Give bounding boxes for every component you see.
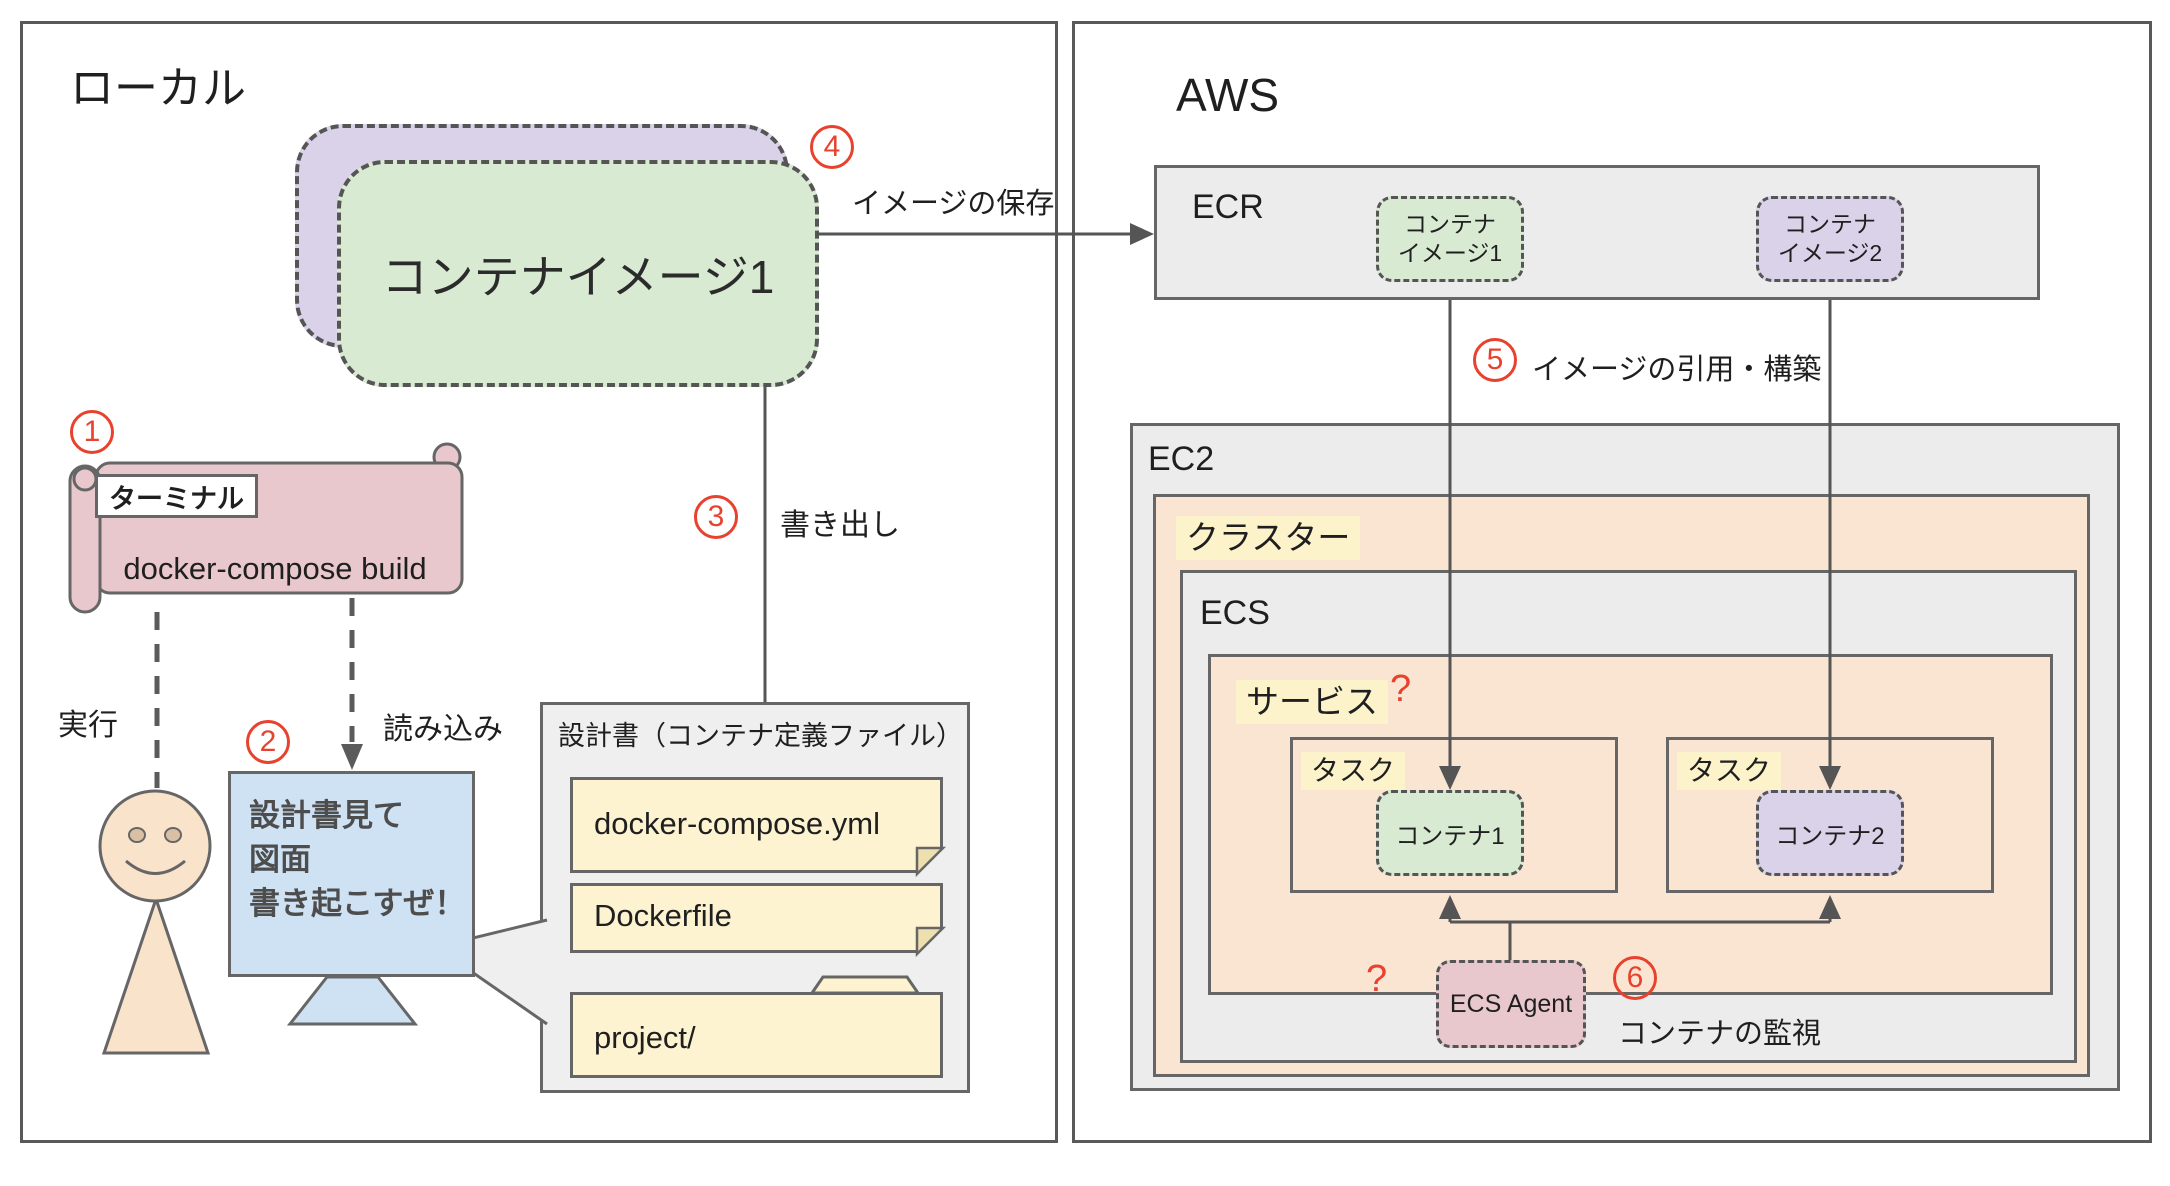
ec2-label: EC2 (1148, 440, 1215, 478)
step2-badge: 2 (246, 720, 290, 764)
container1-label: コンテナ1 (1376, 790, 1524, 876)
step6-badge: 6 (1613, 956, 1657, 1000)
agent-question-mark: ? (1366, 958, 1388, 1000)
save-image-label: イメージの保存 (852, 188, 1055, 220)
local-panel-title: ローカル (70, 64, 246, 113)
watch-label: コンテナの監視 (1618, 1018, 1822, 1050)
container2-text: コンテナ2 (1775, 822, 1885, 850)
step3-badge: 3 (694, 495, 738, 539)
ecr-image1-box (1376, 196, 1524, 282)
container2-label: コンテナ2 (1756, 790, 1904, 876)
note-dockerfile-label: Dockerfile (594, 898, 732, 933)
execute-label: 実行 (58, 709, 118, 742)
write-out-label: 書き出し (780, 509, 900, 542)
step1-badge: 1 (70, 410, 114, 454)
cluster-label: クラスター (1176, 516, 1361, 560)
ecr-image2-box (1756, 196, 1904, 282)
step4-badge: 4 (810, 125, 854, 169)
ecr-image2-label: コンテナ イメージ2 (1756, 196, 1904, 282)
container2-box (1756, 790, 1904, 876)
load-label: 読み込み (383, 713, 503, 746)
container1-text: コンテナ1 (1395, 822, 1505, 850)
ecr-image1-line1: コンテナ (1404, 211, 1496, 237)
design-doc-title: 設計書（コンテナ定義ファイル） (558, 721, 963, 751)
ecr-image2-line2: イメージ2 (1777, 240, 1883, 266)
folder-project (570, 992, 943, 1078)
pull-label: イメージの引用・構築 (1532, 354, 1822, 386)
ecr-image1-line2: イメージ1 (1397, 240, 1503, 266)
ecs-agent-box (1436, 960, 1586, 1048)
service-question-mark: ? (1390, 668, 1412, 710)
ecr-label: ECR (1192, 188, 1264, 226)
container-image1-label: コンテナイメージ1 (381, 250, 775, 303)
ecs-label: ECS (1200, 594, 1270, 632)
ecs-agent-label: ECS Agent (1436, 960, 1586, 1048)
ecr-image2-line1: コンテナ (1784, 211, 1876, 237)
monitor-text-line3: 書き起こすぜ！ (249, 886, 466, 921)
service-label: サービス (1236, 680, 1388, 724)
container-image1-box: コンテナイメージ1 (337, 160, 819, 387)
task2-label: タスク (1677, 752, 1782, 791)
note-docker-compose-label: docker-compose.yml (594, 806, 880, 841)
step5-badge: 5 (1473, 338, 1517, 382)
ecs-agent-text: ECS Agent (1449, 989, 1573, 1018)
container1-box (1376, 790, 1524, 876)
ecr-box (1154, 165, 2040, 300)
terminal-tab: ターミナル (95, 474, 258, 518)
terminal-tab-label: ターミナル (109, 483, 244, 514)
note-docker-compose (570, 777, 943, 873)
note-dockerfile (570, 883, 943, 953)
monitor-box: 設計書見て 図面 書き起こすぜ！ (228, 771, 475, 977)
monitor-text-line2: 図面 (249, 842, 311, 877)
task1-label: タスク (1301, 752, 1406, 791)
terminal-command-text: docker-compose build (123, 551, 427, 586)
monitor-text-line1: 設計書見て (249, 798, 404, 833)
ecr-image1-label: コンテナ イメージ1 (1376, 196, 1524, 282)
folder-project-label: project/ (594, 1020, 696, 1055)
aws-panel-title: AWS (1176, 69, 1280, 121)
terminal-command: docker-compose build (100, 548, 450, 590)
